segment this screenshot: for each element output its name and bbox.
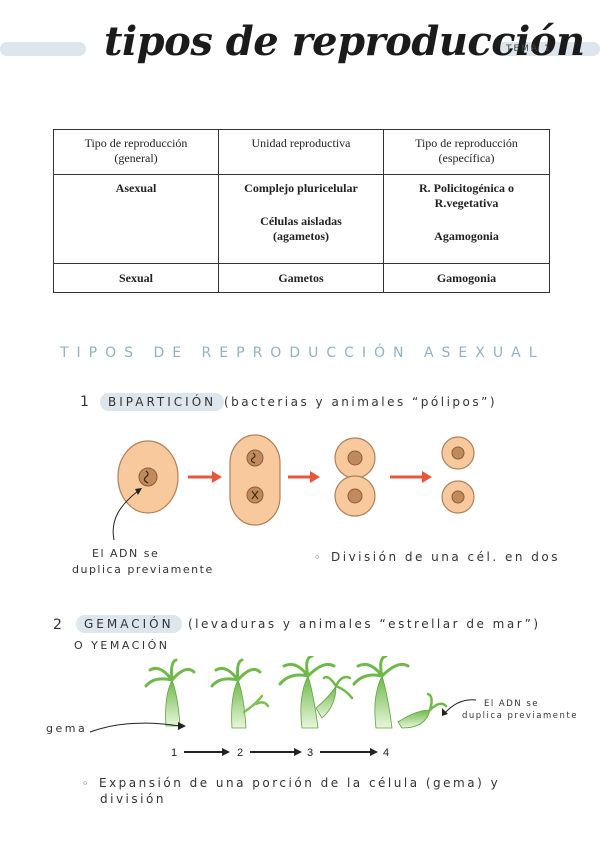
gemacion-bullet-1: Expansión de una porción de la célula (g… bbox=[82, 776, 500, 790]
gemacion-note-2: duplica previamente bbox=[462, 711, 578, 721]
hydra-stage-3 bbox=[278, 656, 354, 729]
nucleus bbox=[347, 450, 363, 466]
biparticion-diagram bbox=[112, 434, 475, 541]
table-header-specific: Tipo de reproducción (específica) bbox=[383, 129, 550, 175]
cell-dividing bbox=[229, 434, 281, 526]
biparticion-bullet: División de una cél. en dos bbox=[314, 550, 560, 564]
item-number-1: 1 bbox=[80, 394, 89, 410]
table-header-general: Tipo de reproducción (general) bbox=[53, 129, 219, 175]
table-cell-sexual: Sexual bbox=[53, 263, 219, 293]
nucleus bbox=[451, 490, 465, 504]
hydra-stage-4 bbox=[352, 656, 448, 729]
pointer-arrow bbox=[112, 490, 139, 541]
biparticion-label: BIPARTICIÓN bbox=[100, 393, 225, 411]
gemacion-bullet-2: división bbox=[100, 792, 166, 806]
table-cell-asexual-unit: Complejo pluricelular Células aisladas (… bbox=[218, 174, 384, 264]
header-bar-right bbox=[496, 42, 600, 56]
arrow-icon bbox=[222, 748, 230, 756]
nucleus bbox=[451, 446, 465, 460]
table-cell-sexual-unit: Gametos bbox=[218, 263, 384, 293]
nucleus bbox=[138, 467, 158, 487]
dna-pointer bbox=[442, 699, 477, 716]
nucleus bbox=[347, 488, 363, 504]
gemacion-label: GEMACIÓN bbox=[76, 615, 182, 633]
arrow-icon bbox=[294, 748, 302, 756]
table-cell-asexual: Asexual bbox=[53, 174, 219, 264]
biparticion-note-1: El ADN se bbox=[92, 547, 160, 560]
table-header-unit: Unidad reproductiva bbox=[218, 129, 384, 175]
gemacion-diagram: 1 2 3 4 bbox=[144, 656, 448, 759]
gemacion-desc: (levaduras y animales “estrellar de mar”… bbox=[188, 617, 541, 631]
tema-label: TEMA 1 bbox=[506, 44, 552, 54]
biparticion-desc: (bacterias y animales “pólipos”) bbox=[224, 395, 498, 409]
page-title: tipos de reproducción bbox=[104, 18, 585, 65]
gemacion-alt: O YEMACIÓN bbox=[74, 639, 170, 652]
gema-label: gema bbox=[46, 722, 88, 735]
hydra-stage-1 bbox=[144, 658, 196, 727]
table-row: Sexual Gametos Gamogonia bbox=[53, 263, 550, 293]
nucleus bbox=[246, 449, 264, 467]
item-number-2: 2 bbox=[53, 617, 62, 633]
arrow-icon bbox=[310, 471, 320, 483]
gema-pointer bbox=[89, 722, 186, 733]
step-number: 3 bbox=[307, 747, 313, 759]
section-title: TIPOS DE REPRODUCCIÓN ASEXUAL bbox=[60, 345, 545, 361]
table-row: Asexual Complejo pluricelular Células ai… bbox=[53, 174, 550, 264]
biparticion-note-2: duplica previamente bbox=[72, 563, 214, 576]
step-number: 2 bbox=[237, 747, 243, 759]
step-number: 4 bbox=[383, 747, 389, 759]
hydra-stage-2 bbox=[210, 658, 270, 729]
header-bar-left bbox=[0, 42, 86, 56]
table-cell-asexual-spec: R. Policitogénica o R.vegetativa Agamogo… bbox=[383, 174, 550, 264]
step-number: 1 bbox=[171, 747, 177, 759]
arrow-icon bbox=[370, 748, 378, 756]
table-header-row: Tipo de reproducción (general) Unidad re… bbox=[53, 129, 550, 175]
table-cell-sexual-spec: Gamogonia bbox=[383, 263, 550, 293]
gemacion-note-1: El ADN se bbox=[484, 699, 540, 709]
reproduction-table: Tipo de reproducción (general) Unidad re… bbox=[53, 129, 550, 293]
arrow-icon bbox=[422, 471, 432, 483]
arrow-icon bbox=[212, 471, 222, 483]
